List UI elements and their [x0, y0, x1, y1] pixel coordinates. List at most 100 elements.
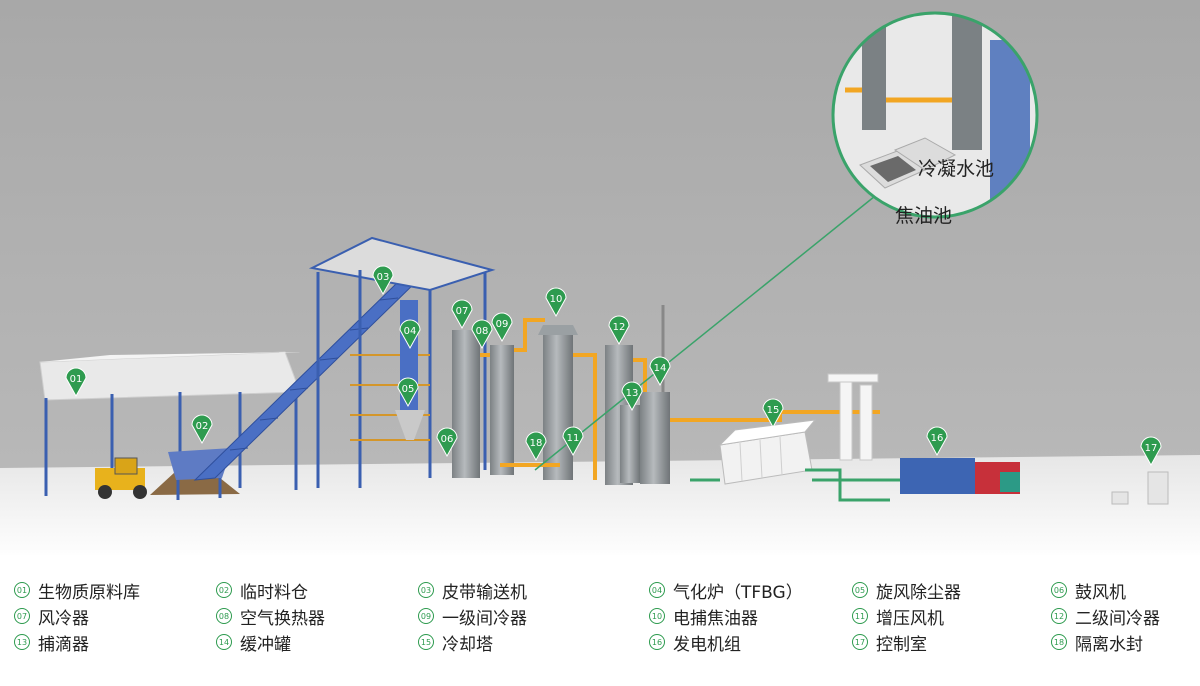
legend-label: 临时料仓 [240, 582, 308, 603]
legend-item-13: 13 捕滴器 [14, 630, 89, 655]
marker-09[interactable]: 09 [491, 312, 513, 343]
marker-number: 10 [550, 294, 563, 305]
marker-06[interactable]: 06 [436, 427, 458, 458]
marker-number: 16 [931, 433, 944, 444]
control-room [1111, 471, 1169, 505]
legend-number: 04 [649, 582, 665, 598]
zoom-callout: 冷凝水池 焦油池 [831, 11, 1039, 227]
legend-label: 皮带输送机 [442, 582, 527, 603]
marker-number: 05 [402, 384, 415, 395]
legend-item-17: 17 控制室 [852, 630, 927, 655]
marker-number: 06 [441, 434, 454, 445]
marker-16[interactable]: 16 [926, 426, 948, 457]
legend-number: 08 [216, 608, 232, 624]
green-pipes [690, 468, 900, 502]
legend-label: 控制室 [876, 634, 927, 655]
legend-number: 14 [216, 634, 232, 650]
marker-17[interactable]: 17 [1140, 436, 1162, 467]
legend-item-04: 04 气化炉（TFBG） [649, 578, 803, 603]
legend-label: 缓冲罐 [240, 634, 291, 655]
marker-13[interactable]: 13 [621, 381, 643, 412]
legend-label: 旋风除尘器 [876, 582, 961, 603]
marker-number: 17 [1145, 443, 1158, 454]
legend-label: 生物质原料库 [38, 582, 140, 603]
condensate-pool-label: 冷凝水池 [918, 158, 994, 180]
legend-label: 鼓风机 [1075, 582, 1126, 603]
legend-item-14: 14 缓冲罐 [216, 630, 291, 655]
legend-item-10: 10 电捕焦油器 [649, 604, 758, 629]
legend-number: 06 [1051, 582, 1067, 598]
legend-label: 冷却塔 [442, 634, 493, 655]
legend-item-02: 02 临时料仓 [216, 578, 308, 603]
legend-item-12: 12 二级间冷器 [1051, 604, 1160, 629]
legend-number: 18 [1051, 634, 1067, 650]
marker-10[interactable]: 10 [545, 287, 567, 318]
marker-12[interactable]: 12 [608, 315, 630, 346]
legend-label: 发电机组 [673, 634, 741, 655]
legend-label: 隔离水封 [1075, 634, 1143, 655]
legend-label: 增压风机 [876, 608, 944, 629]
legend-number: 13 [14, 634, 30, 650]
legend-label: 捕滴器 [38, 634, 89, 655]
marker-layer: 01 02 03 04 05 06 07 08 09 10 11 12 13 14 15 16 17 18 [65, 265, 1162, 467]
marker-number: 09 [496, 319, 509, 330]
legend-item-06: 06 鼓风机 [1051, 578, 1126, 603]
orange-pipes [480, 318, 880, 480]
gasifier-towers [452, 305, 670, 485]
marker-number: 01 [70, 374, 83, 385]
marker-01[interactable]: 01 [65, 367, 87, 398]
marker-number: 08 [476, 326, 489, 337]
legend-number: 02 [216, 582, 232, 598]
marker-04[interactable]: 04 [399, 319, 421, 350]
legend-label: 气化炉（TFBG） [673, 582, 803, 603]
marker-number: 15 [767, 405, 780, 416]
legend-item-07: 07 风冷器 [14, 604, 89, 629]
legend-number: 10 [649, 608, 665, 624]
marker-number: 04 [404, 326, 417, 337]
marker-08[interactable]: 08 [471, 319, 493, 350]
cooling-tower [718, 419, 817, 485]
legend-label: 空气换热器 [240, 608, 325, 629]
generator-set [900, 458, 1020, 494]
callout-line [534, 187, 886, 471]
legend-number: 15 [418, 634, 434, 650]
legend-number: 16 [649, 634, 665, 650]
legend-item-18: 18 隔离水封 [1051, 630, 1143, 655]
marker-14[interactable]: 14 [649, 356, 671, 387]
marker-02[interactable]: 02 [191, 414, 213, 445]
legend-number: 03 [418, 582, 434, 598]
legend-label: 二级间冷器 [1075, 608, 1160, 629]
marker-15[interactable]: 15 [762, 398, 784, 429]
legend-item-08: 08 空气换热器 [216, 604, 325, 629]
marker-11[interactable]: 11 [562, 426, 584, 457]
legend-number: 09 [418, 608, 434, 624]
legend-item-05: 05 旋风除尘器 [852, 578, 961, 603]
marker-07[interactable]: 07 [451, 299, 473, 330]
legend-number: 01 [14, 582, 30, 598]
marker-18[interactable]: 18 [525, 431, 547, 462]
legend-number: 11 [852, 608, 868, 624]
legend-number: 12 [1051, 608, 1067, 624]
marker-number: 12 [613, 322, 626, 333]
marker-number: 07 [456, 306, 469, 317]
white-ducts [827, 373, 879, 461]
legend-number: 05 [852, 582, 868, 598]
marker-number: 18 [530, 438, 543, 449]
marker-05[interactable]: 05 [397, 377, 419, 408]
marker-03[interactable]: 03 [372, 265, 394, 296]
legend-item-15: 15 冷却塔 [418, 630, 493, 655]
legend-label: 风冷器 [38, 608, 89, 629]
marker-number: 02 [196, 421, 209, 432]
marker-number: 11 [567, 433, 580, 444]
legend-label: 电捕焦油器 [673, 608, 758, 629]
marker-number: 13 [626, 388, 639, 399]
legend-item-16: 16 发电机组 [649, 630, 741, 655]
legend-item-11: 11 增压风机 [852, 604, 944, 629]
legend-item-03: 03 皮带输送机 [418, 578, 527, 603]
legend-number: 07 [14, 608, 30, 624]
legend-number: 17 [852, 634, 868, 650]
